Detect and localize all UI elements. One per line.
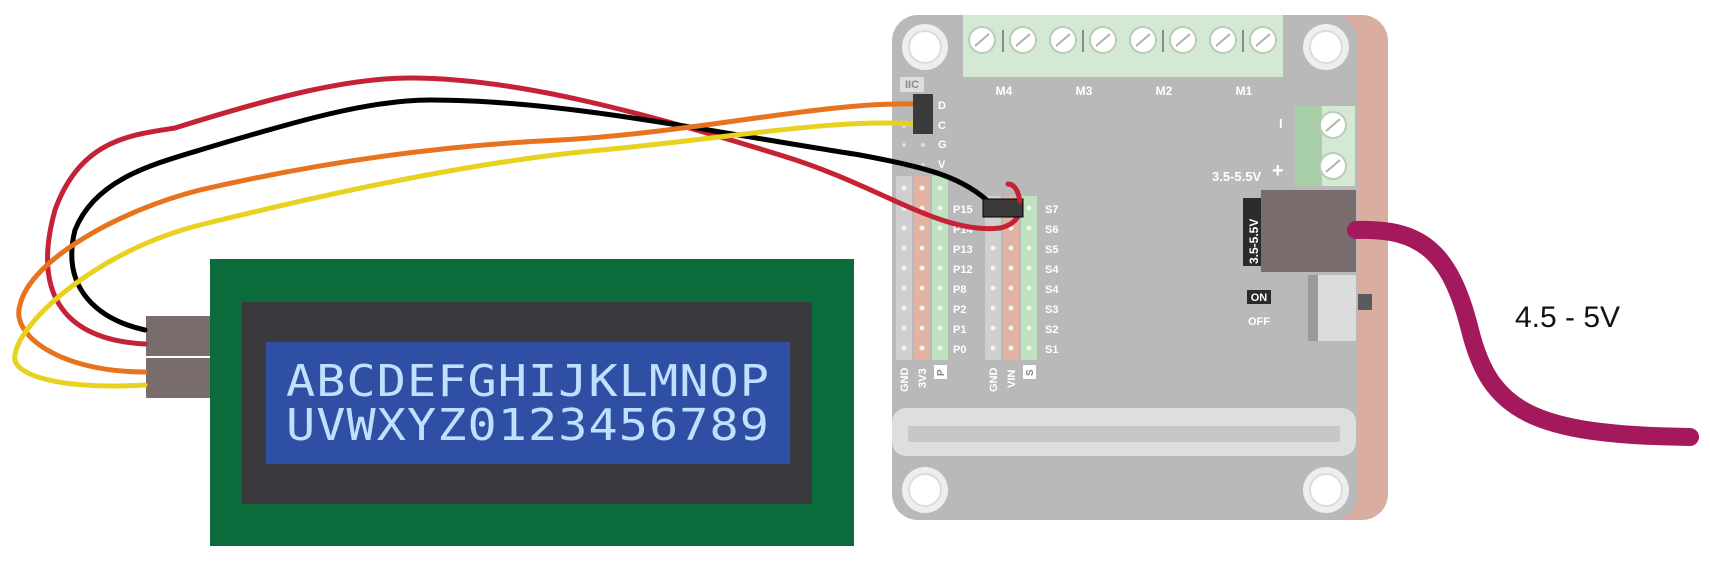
power-switch[interactable]: ON OFF	[1247, 275, 1372, 341]
pin-label-s4: S4	[1045, 264, 1059, 276]
switch-on-label: ON	[1251, 292, 1268, 304]
iic-pin-d: D	[938, 100, 946, 112]
lcd-connector-top	[144, 314, 212, 358]
mounting-holes	[902, 24, 1349, 513]
pin-label-s2: S2	[1045, 324, 1058, 336]
label-gnd-right: GND	[988, 368, 1000, 393]
dc-jack: 3.5-5.5V	[1243, 190, 1356, 272]
wire-red-tail	[1005, 181, 1023, 204]
pin-label-p8: P8	[953, 284, 966, 296]
wire-red	[45, 75, 1023, 347]
pin-header-right: S7 S6 S5 S4 S4 S3 S2 S1	[985, 196, 1059, 360]
cable-voltage-label: 4.5 - 5V	[1515, 301, 1620, 334]
label-gnd-left: GND	[899, 368, 911, 393]
motor-label-m1: M1	[1236, 84, 1253, 98]
power-terminal-block: I + 3.5-5.5V	[1212, 106, 1355, 186]
power-cable	[1347, 220, 1699, 446]
power-terminal-plus: +	[1272, 160, 1284, 182]
lcd-line-1: ABCDEFGHIJKLMNOP	[286, 356, 770, 407]
power-terminal-minus: I	[1279, 116, 1283, 131]
motor-terminal-block: M4 M3 M2 M1	[963, 15, 1283, 98]
pin-label-s1: S1	[1045, 344, 1058, 356]
label-s: S	[1025, 369, 1036, 376]
iic-pin-c: C	[938, 120, 946, 132]
pin-label-p1: P1	[953, 324, 966, 336]
power-terminal-range: 3.5-5.5V	[1212, 169, 1261, 184]
lcd-connector-bottom	[144, 356, 212, 400]
pin-label-s7: S7	[1045, 204, 1058, 216]
lcd-line-2: UVWXYZ0123456789	[286, 400, 770, 451]
iic-pin-v: V	[938, 159, 946, 171]
motor-label-m2: M2	[1156, 84, 1173, 98]
board-body	[892, 15, 1358, 520]
label-vin: VIN	[1006, 370, 1018, 388]
jack-label: 3.5-5.5V	[1247, 219, 1261, 264]
iic-pin-g: G	[938, 139, 947, 151]
controller-board: M4 M3 M2 M1 IIC D C G V	[892, 15, 1388, 520]
pin-label-s4b: S4	[1045, 284, 1059, 296]
pin-header-left: P15 P14 P13 P12 P8 P2 P1 P0	[896, 176, 973, 360]
pin-label-s3: S3	[1045, 304, 1058, 316]
lcd-screen	[266, 342, 790, 464]
pin-label-p13: P13	[953, 244, 973, 256]
motor-label-m4: M4	[996, 84, 1013, 98]
pin-label-p12: P12	[953, 264, 973, 276]
iic-label: IIC	[905, 79, 919, 91]
switch-off-label: OFF	[1248, 316, 1270, 328]
lcd-module: ABCDEFGHIJKLMNOP UVWXYZ0123456789	[144, 259, 854, 546]
pin-label-p15: P15	[953, 204, 973, 216]
wire-yellow	[12, 120, 918, 389]
header-bottom-labels: GND 3V3 P GND VIN S	[899, 365, 1036, 392]
pin-label-p2: P2	[953, 304, 966, 316]
pin-label-s6: S6	[1045, 224, 1058, 236]
pin-label-s5: S5	[1045, 244, 1058, 256]
wires	[12, 75, 1699, 446]
pin-label-p0: P0	[953, 344, 966, 356]
iic-connector	[913, 94, 933, 134]
wire-orange	[16, 101, 918, 375]
label-3v3: 3V3	[917, 368, 929, 388]
board-slot	[892, 408, 1356, 456]
motor-label-m3: M3	[1076, 84, 1093, 98]
label-p: P	[936, 369, 947, 376]
wire-black	[69, 97, 995, 333]
servo-connector	[982, 198, 1024, 218]
